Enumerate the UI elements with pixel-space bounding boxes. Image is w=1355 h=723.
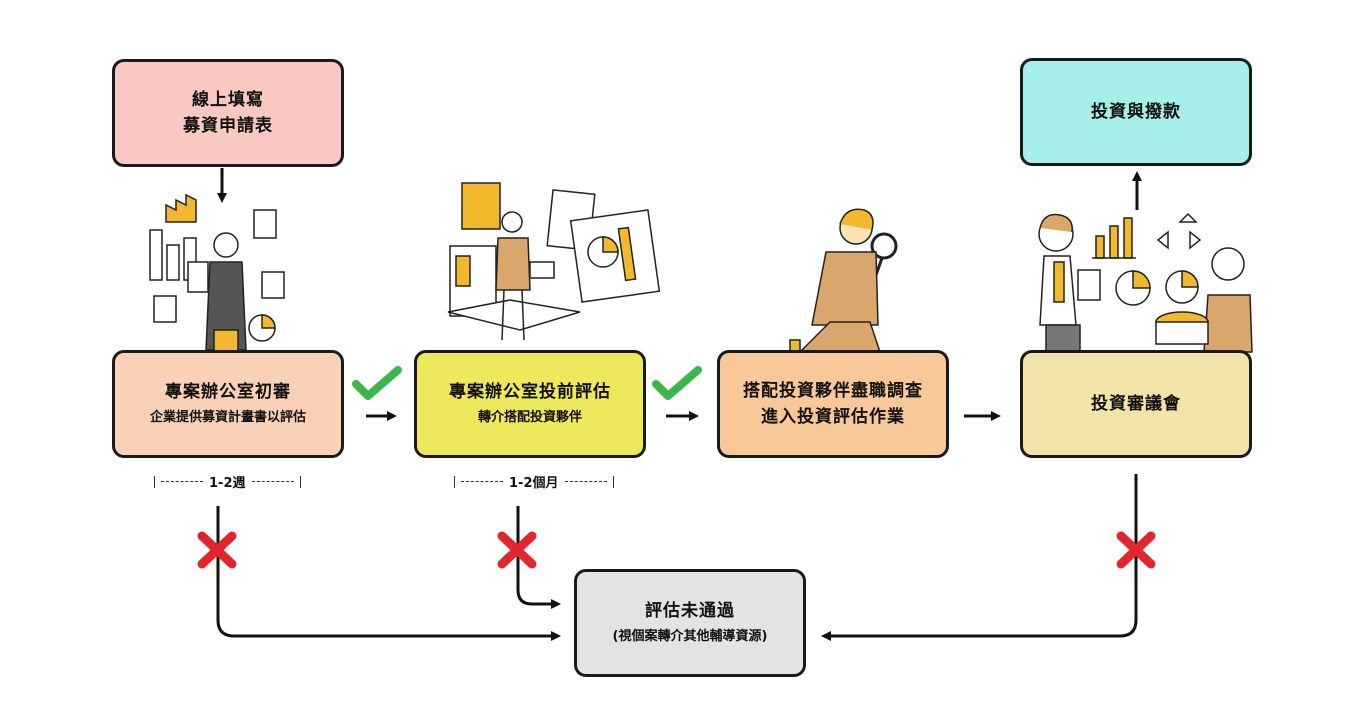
cross-icon bbox=[497, 531, 537, 569]
cross-icon bbox=[197, 531, 237, 569]
committee-box: 投資審議會 bbox=[1020, 350, 1252, 458]
pre-invest-box: 專案辦公室投前評估 轉介搭配投資夥伴 bbox=[414, 350, 646, 458]
rejected-box: 評估未通過 (視個案轉介其他輔導資源) bbox=[574, 569, 806, 677]
funding-title: 投資與撥款 bbox=[1091, 102, 1181, 122]
checkmark-icon bbox=[652, 366, 702, 400]
funding-box: 投資與撥款 bbox=[1020, 58, 1252, 166]
duration-initial: 1-2週 bbox=[154, 472, 301, 491]
detective-illustration bbox=[789, 208, 898, 355]
reject-path-3 bbox=[821, 474, 1138, 641]
apply-form-box: 線上填寫 募資申請表 bbox=[112, 59, 344, 167]
initial-review-title: 專案辦公室初審 bbox=[165, 382, 291, 402]
duration-pre-invest-label: 1-2個月 bbox=[509, 476, 559, 491]
pre-invest-title: 專案辦公室投前評估 bbox=[449, 382, 611, 402]
pre-invest-subtitle: 轉介搭配投資夥伴 bbox=[477, 410, 582, 425]
initial-review-subtitle: 企業提供募資計畫書以評估 bbox=[149, 410, 306, 425]
reject-path-2 bbox=[516, 506, 561, 609]
analyst-illustration bbox=[447, 182, 661, 341]
initial-review-box: 專案辦公室初審 企業提供募資計畫書以評估 bbox=[112, 350, 344, 458]
due-diligence-line2: 進入投資評估作業 bbox=[761, 407, 905, 427]
rejected-subtitle: (視個案轉介其他輔導資源) bbox=[612, 629, 768, 644]
committee-title: 投資審議會 bbox=[1091, 394, 1181, 414]
cross-icon bbox=[1116, 531, 1156, 569]
rejected-title: 評估未通過 bbox=[645, 601, 735, 621]
meeting-illustration bbox=[1038, 212, 1253, 353]
reject-path-1 bbox=[216, 506, 561, 641]
businessman-illustration bbox=[149, 193, 285, 361]
duration-initial-label: 1-2週 bbox=[209, 476, 246, 491]
due-diligence-line1: 搭配投資夥伴盡職調查 bbox=[743, 381, 923, 401]
due-diligence-box: 搭配投資夥伴盡職調查 進入投資評估作業 bbox=[717, 350, 949, 458]
checkmark-icon bbox=[352, 366, 402, 400]
apply-line1: 線上填寫 bbox=[192, 90, 264, 110]
duration-pre-invest: 1-2個月 bbox=[454, 472, 614, 491]
apply-line2: 募資申請表 bbox=[183, 116, 273, 136]
